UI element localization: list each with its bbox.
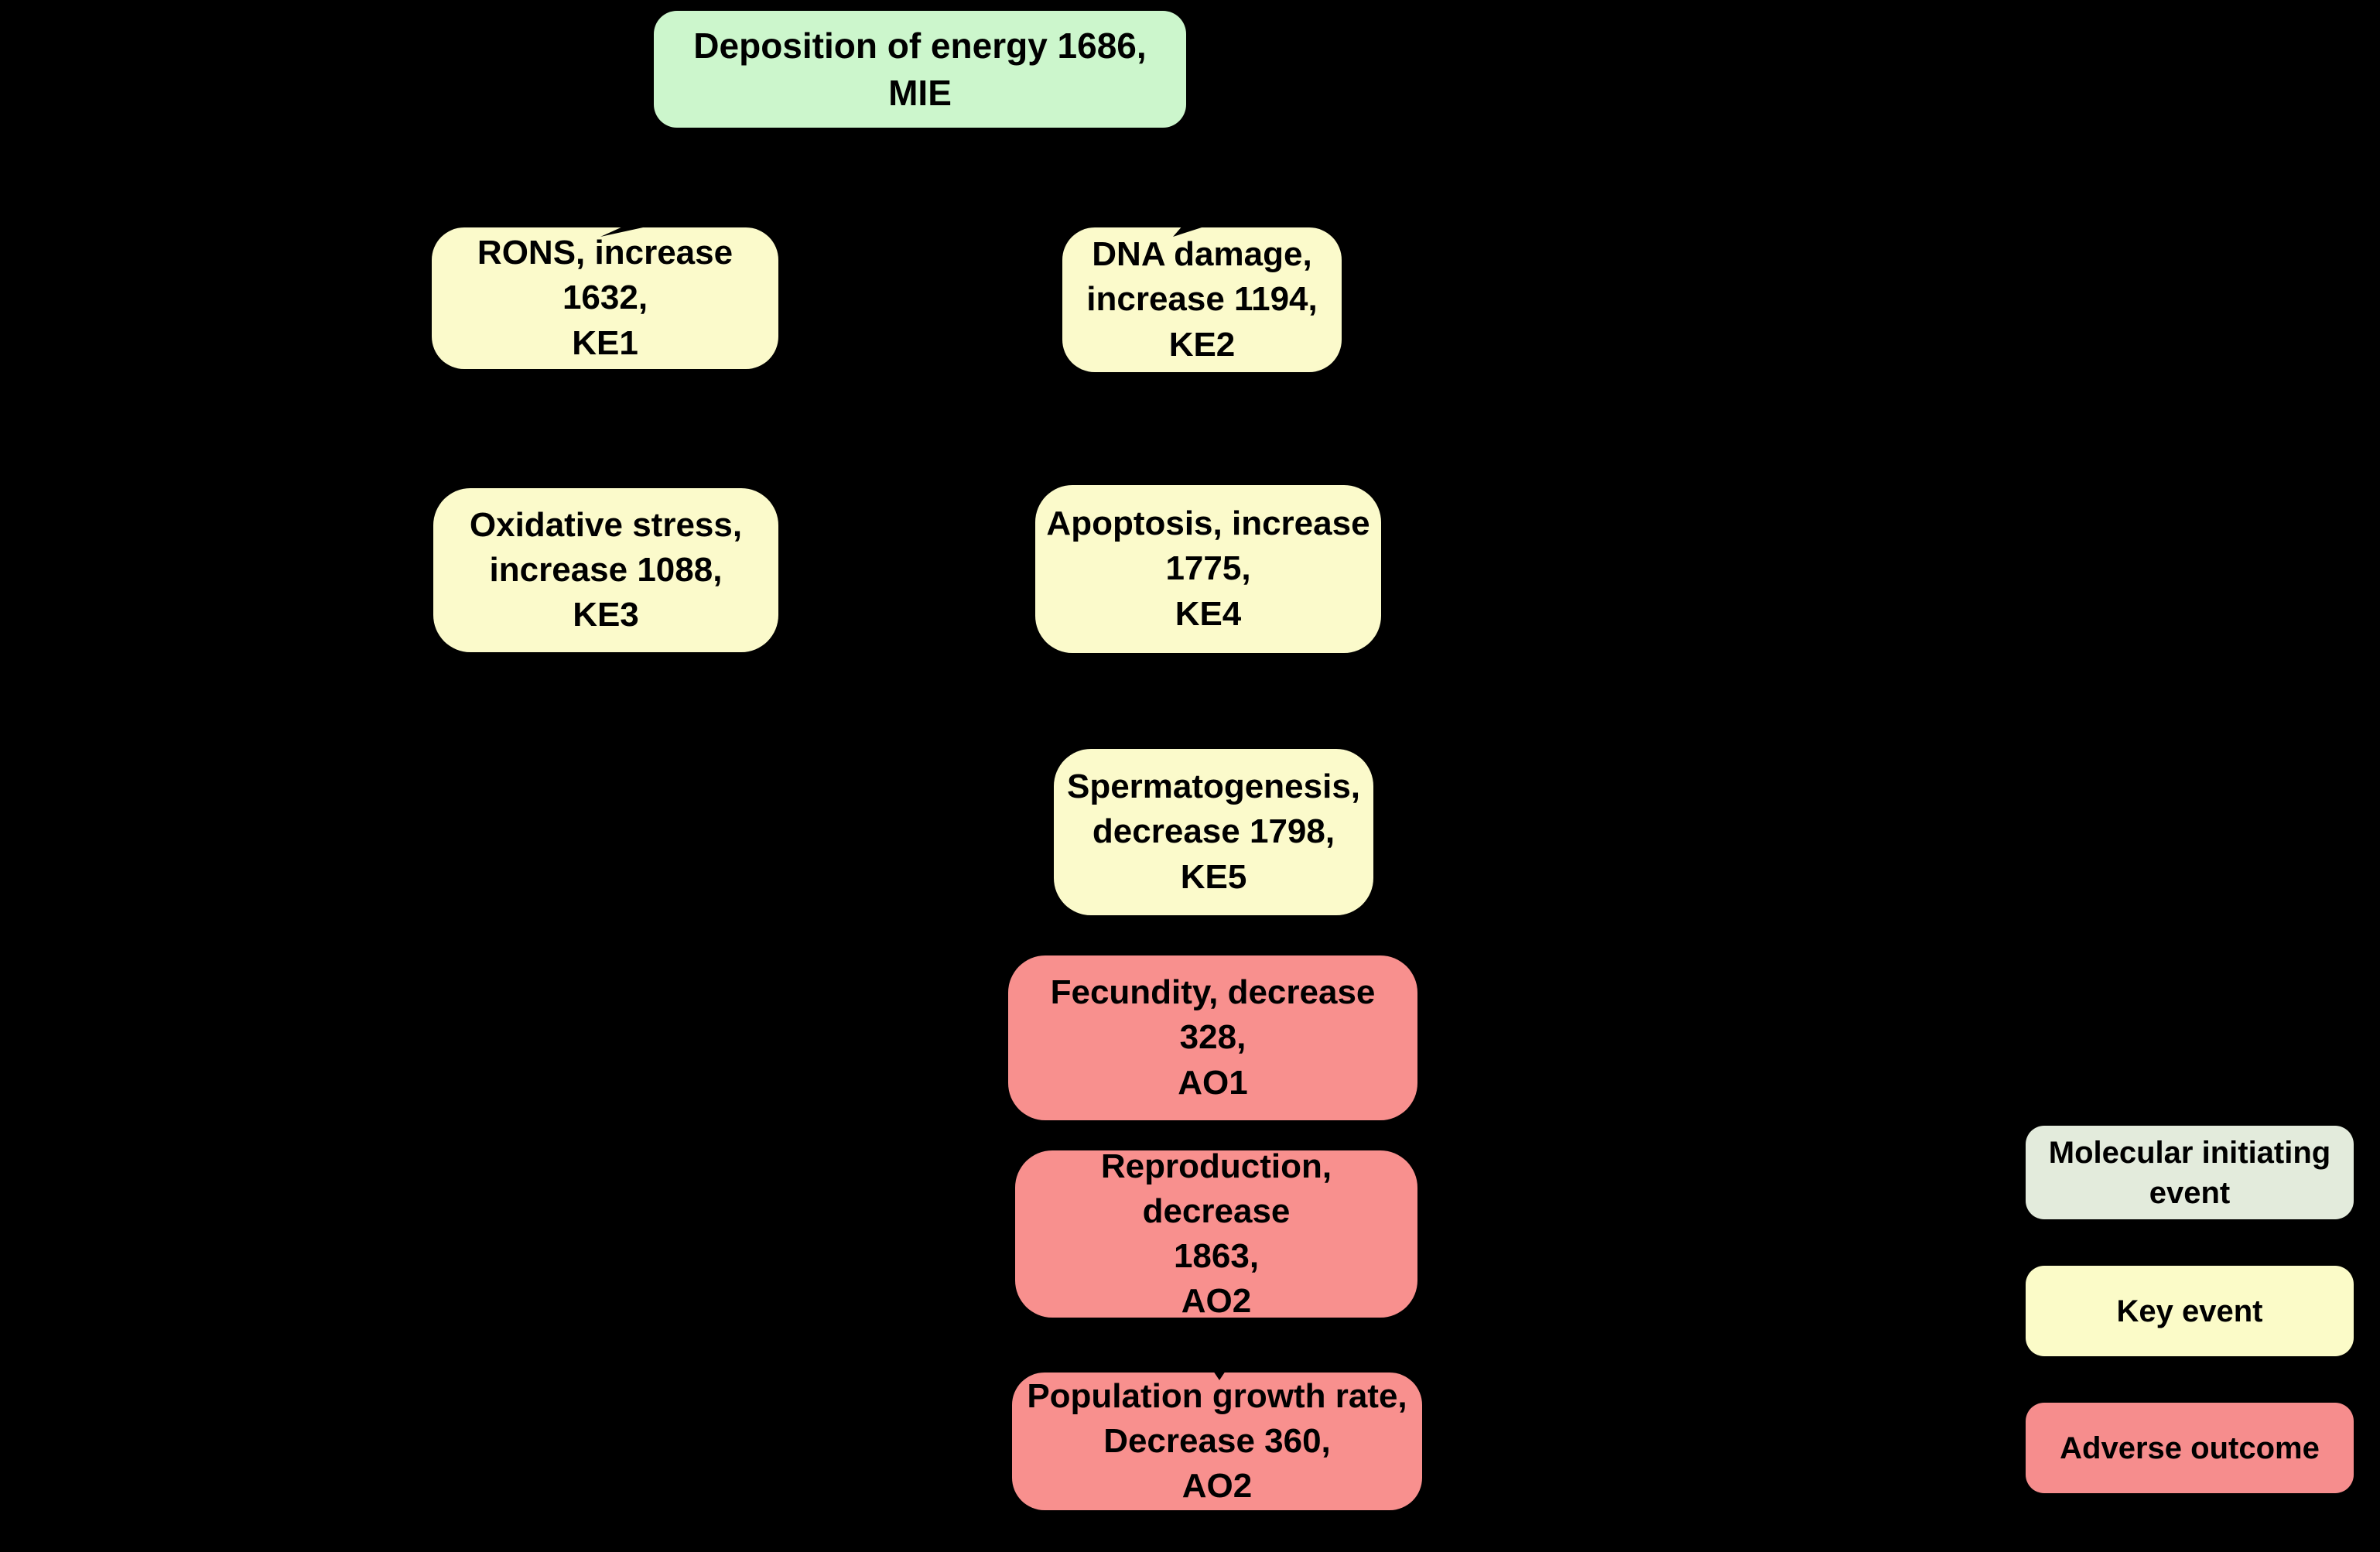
node-ao3-label: Population growth rate, Decrease 360, AO…	[1027, 1376, 1407, 1506]
legend-item-adverse-outcome: Adverse outcome	[2026, 1403, 2354, 1493]
node-mie-label: Deposition of energy 1686, MIE	[693, 25, 1147, 113]
node-ke2-label: DNA damage, increase 1194, KE2	[1086, 235, 1318, 364]
legend-item-key-event: Key event	[2026, 1266, 2354, 1356]
legend-mie-label: Molecular initiating event	[2048, 1135, 2331, 1210]
legend-ao-label: Adverse outcome	[2060, 1431, 2320, 1465]
node-ke5-spermatogenesis: Spermatogenesis, decrease 1798, KE5	[1054, 749, 1373, 915]
node-ke1-rons: RONS, increase 1632, KE1	[432, 227, 778, 369]
node-ke5-label: Spermatogenesis, decrease 1798, KE5	[1066, 767, 1361, 896]
legend-ke-label: Key event	[2116, 1294, 2263, 1328]
node-mie-deposition-of-energy: Deposition of energy 1686, MIE	[654, 11, 1186, 128]
node-ao2-label: Reproduction, decrease 1863, AO2	[1100, 1147, 1332, 1321]
node-ao1-fecundity: Fecundity, decrease 328, AO1	[1008, 955, 1417, 1120]
node-ke2-dna-damage: DNA damage, increase 1194, KE2	[1062, 227, 1342, 372]
node-ke3-label: Oxidative stress, increase 1088, KE3	[469, 505, 743, 634]
node-ke4-label: Apoptosis, increase 1775, KE4	[1046, 504, 1370, 633]
node-ke4-apoptosis: Apoptosis, increase 1775, KE4	[1035, 485, 1381, 653]
node-ao1-label: Fecundity, decrease 328, AO1	[1050, 973, 1376, 1102]
node-ao3-population-growth-rate: Population growth rate, Decrease 360, AO…	[1012, 1373, 1422, 1510]
node-ao2-reproduction: Reproduction, decrease 1863, AO2	[1015, 1147, 1417, 1320]
node-ke3-oxidative-stress: Oxidative stress, increase 1088, KE3	[433, 488, 778, 652]
legend-item-molecular-initiating-event: Molecular initiating event	[2026, 1126, 2354, 1219]
node-ke1-label: RONS, increase 1632, KE1	[477, 234, 733, 362]
